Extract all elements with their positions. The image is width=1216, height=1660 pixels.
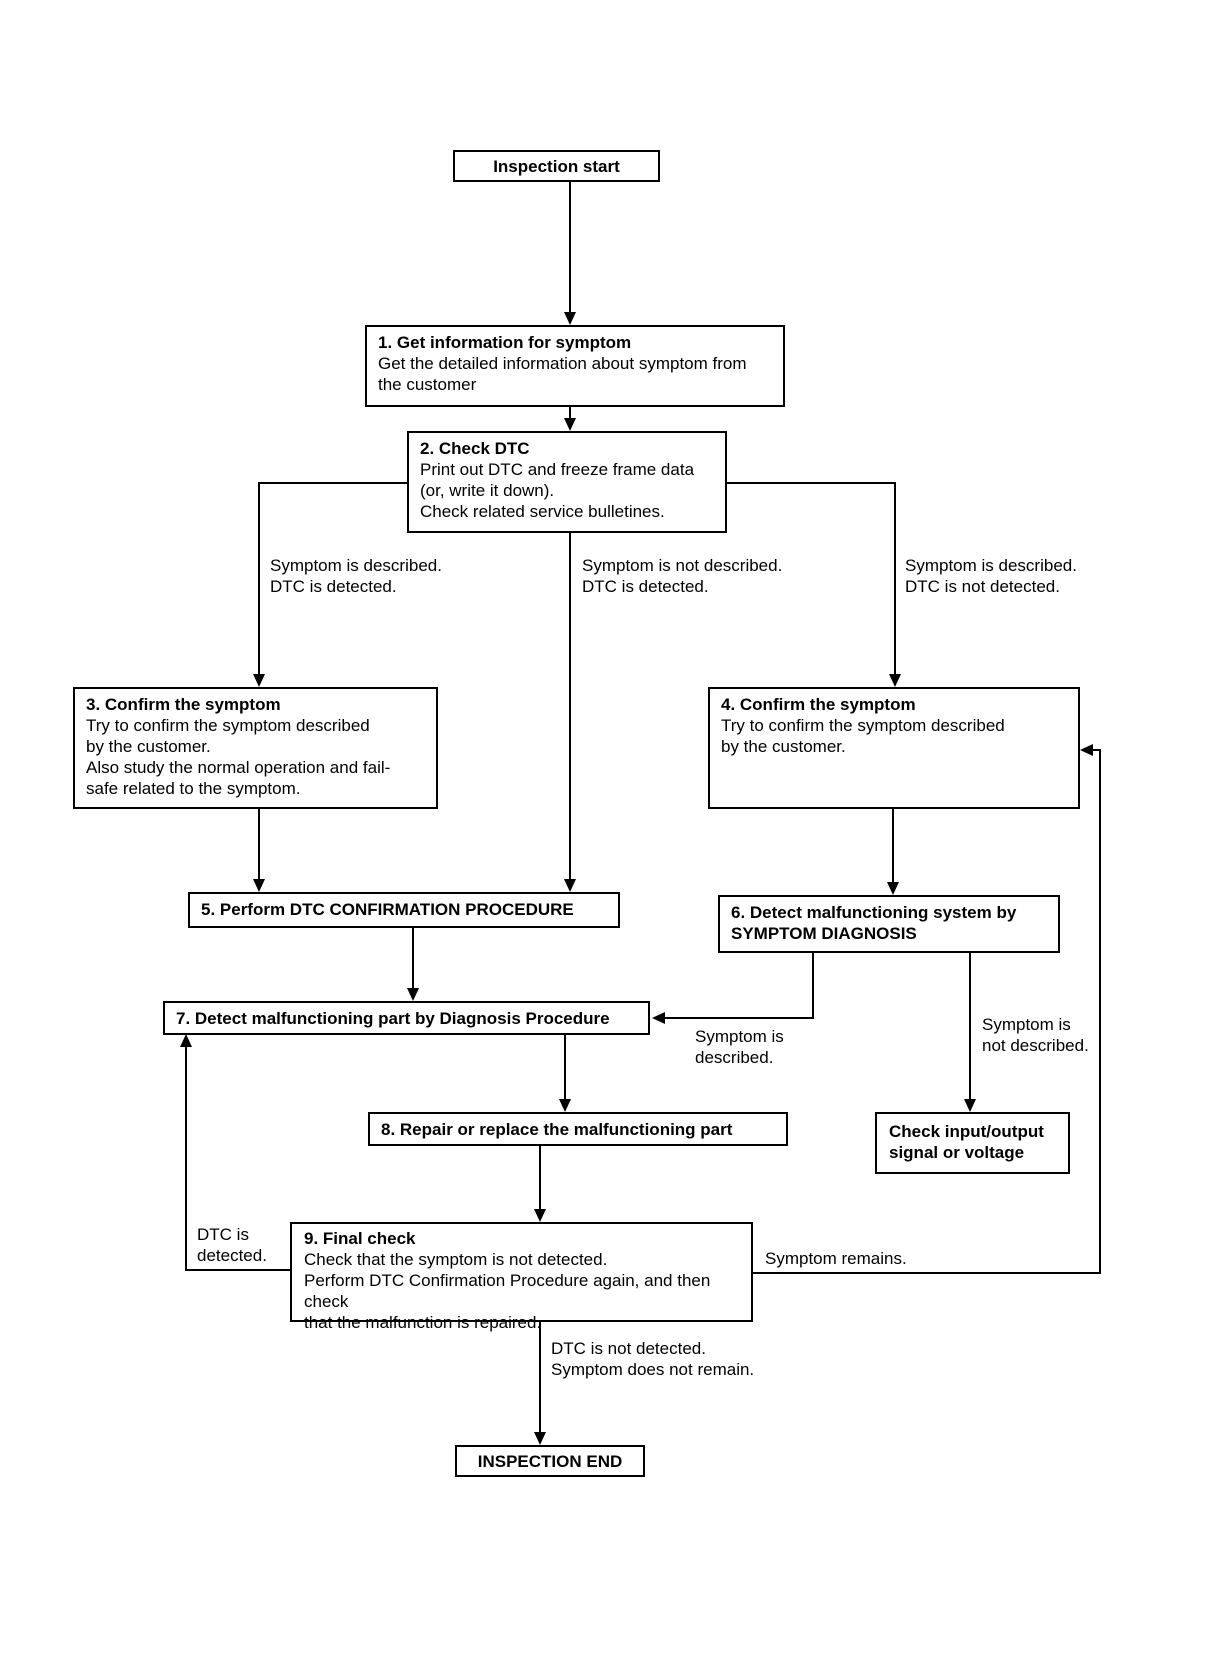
step-7-title: 7. Detect malfunctioning part by Diagnos… <box>176 1009 610 1028</box>
arrowhead-into-step3 <box>253 674 265 687</box>
end-node: INSPECTION END <box>455 1445 645 1477</box>
arrowhead-into-step4-top <box>889 674 901 687</box>
connector-step4-to-step6 <box>892 808 894 884</box>
step-4-box: 4. Confirm the symptom Try to confirm th… <box>708 687 1080 809</box>
check-io-box: Check input/output signal or voltage <box>875 1112 1070 1174</box>
step-4-body: Try to confirm the symptom described by … <box>721 716 1005 756</box>
connector-step2-to-step5 <box>569 532 571 881</box>
connector-step3-to-step5 <box>258 808 260 881</box>
step-6-box: 6. Detect malfunctioning system by SYMPT… <box>718 895 1060 953</box>
edge-label-right-branch: Symptom is described. DTC is not detecte… <box>905 556 1077 596</box>
arrowhead-into-step9 <box>534 1209 546 1222</box>
step-2-body: Print out DTC and freeze frame data (or,… <box>420 460 695 521</box>
arrowhead-into-step7-top <box>407 988 419 1001</box>
connector-step9-to-step4-h2 <box>1090 749 1101 751</box>
step-1-body: Get the detailed information about sympt… <box>378 354 747 394</box>
connector-step5-to-step7 <box>412 926 414 990</box>
connector-step9-to-step7-v <box>185 1040 187 1271</box>
connector-step8-to-step9 <box>539 1146 541 1211</box>
start-node: Inspection start <box>453 150 660 182</box>
connector-step6-to-step7-h <box>662 1017 814 1019</box>
arrowhead-into-step4-right <box>1080 744 1093 756</box>
edge-label-symptom-described: Symptom is described. <box>695 1027 784 1067</box>
edge-label-symptom-remains: Symptom remains. <box>765 1249 907 1268</box>
step-9-body: Check that the symptom is not detected. … <box>304 1250 711 1332</box>
connector-step6-to-step7-v <box>812 951 814 1019</box>
connector-step2-left-v <box>258 482 260 676</box>
arrowhead-into-step7-bottom <box>180 1034 192 1047</box>
step-9-box: 9. Final check Check that the symptom is… <box>290 1222 753 1332</box>
step-2-box: 2. Check DTC Print out DTC and freeze fr… <box>407 431 727 533</box>
connector-start-to-step1 <box>569 180 571 315</box>
edge-label-left-branch: Symptom is described. DTC is detected. <box>270 556 442 596</box>
end-node-label: INSPECTION END <box>477 1451 623 1471</box>
connector-step9-to-end <box>539 1322 541 1434</box>
arrowhead-into-step6 <box>887 882 899 895</box>
connector-step9-to-step4-h1 <box>752 1272 1101 1274</box>
connector-step2-right-h <box>727 482 896 484</box>
step-5-title: 5. Perform DTC CONFIRMATION PROCEDURE <box>201 900 574 919</box>
step-3-body: Try to confirm the symptom described by … <box>86 716 391 798</box>
step-6-title: 6. Detect malfunctioning system by SYMPT… <box>731 903 1017 943</box>
connector-step9-to-step4-v <box>1099 749 1101 1274</box>
arrowhead-into-checkio <box>964 1099 976 1112</box>
step-8-box: 8. Repair or replace the malfunctioning … <box>368 1112 788 1146</box>
arrowhead-into-step5-mid <box>564 879 576 892</box>
edge-label-mid-branch: Symptom is not described. DTC is detecte… <box>582 556 783 596</box>
arrowhead-into-step5-left <box>253 879 265 892</box>
step-8-title: 8. Repair or replace the malfunctioning … <box>381 1120 733 1139</box>
step-3-box: 3. Confirm the symptom Try to confirm th… <box>73 687 438 809</box>
step-1-title: 1. Get information for symptom <box>378 333 632 352</box>
connector-step1-to-step2 <box>569 405 571 420</box>
arrowhead-into-step7-right <box>652 1012 665 1024</box>
edge-label-dtc-not-detected: DTC is not detected. Symptom does not re… <box>551 1339 755 1379</box>
step-1-box: 1. Get information for symptom Get the d… <box>365 325 785 407</box>
step-4-title: 4. Confirm the symptom <box>721 695 916 714</box>
edge-label-symptom-not-described: Symptom is not described. <box>982 1015 1089 1055</box>
arrowhead-into-step8 <box>559 1099 571 1112</box>
edge-label-dtc-detected: DTC is detected. <box>197 1225 267 1265</box>
step-7-box: 7. Detect malfunctioning part by Diagnos… <box>163 1001 650 1035</box>
connector-step2-right-v <box>894 482 896 676</box>
arrowhead-into-end <box>534 1432 546 1445</box>
check-io-title: Check input/output signal or voltage <box>889 1122 1044 1162</box>
step-5-box: 5. Perform DTC CONFIRMATION PROCEDURE <box>188 892 620 928</box>
start-node-label: Inspection start <box>493 156 620 176</box>
connector-step9-to-step7-h <box>186 1269 292 1271</box>
arrowhead-into-step1 <box>564 312 576 325</box>
step-9-title: 9. Final check <box>304 1229 416 1248</box>
arrowhead-into-step2 <box>564 418 576 431</box>
connector-step2-left-h <box>259 482 409 484</box>
step-3-title: 3. Confirm the symptom <box>86 695 281 714</box>
step-2-title: 2. Check DTC <box>420 439 530 458</box>
connector-step7-to-step8 <box>564 1034 566 1101</box>
connector-step6-to-checkio <box>969 951 971 1101</box>
